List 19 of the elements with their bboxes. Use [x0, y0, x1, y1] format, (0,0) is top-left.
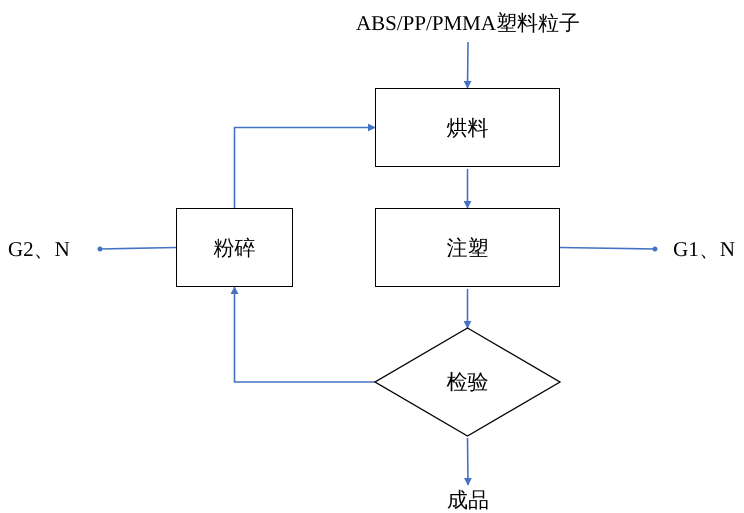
arrow	[464, 289, 472, 329]
step-label: 注塑	[446, 234, 488, 262]
arrow	[464, 42, 472, 89]
process-box	[375, 208, 560, 287]
flow-label: G2、N	[8, 236, 70, 263]
arrow	[230, 286, 375, 383]
process-box	[375, 88, 560, 167]
emission-line	[560, 246, 658, 252]
arrow	[234, 124, 376, 208]
flow-label: G1、N	[673, 236, 735, 263]
step-label: 烘料	[446, 114, 488, 142]
arrow	[464, 438, 472, 486]
step-label: 检验	[446, 369, 488, 396]
step-label: 粉碎	[214, 234, 256, 262]
flow-label: ABS/PP/PMMA塑料粒子	[356, 10, 580, 37]
arrow	[464, 169, 472, 209]
emission-line	[97, 246, 176, 252]
process-box	[176, 208, 293, 287]
flow-label: 成品	[447, 487, 489, 513]
